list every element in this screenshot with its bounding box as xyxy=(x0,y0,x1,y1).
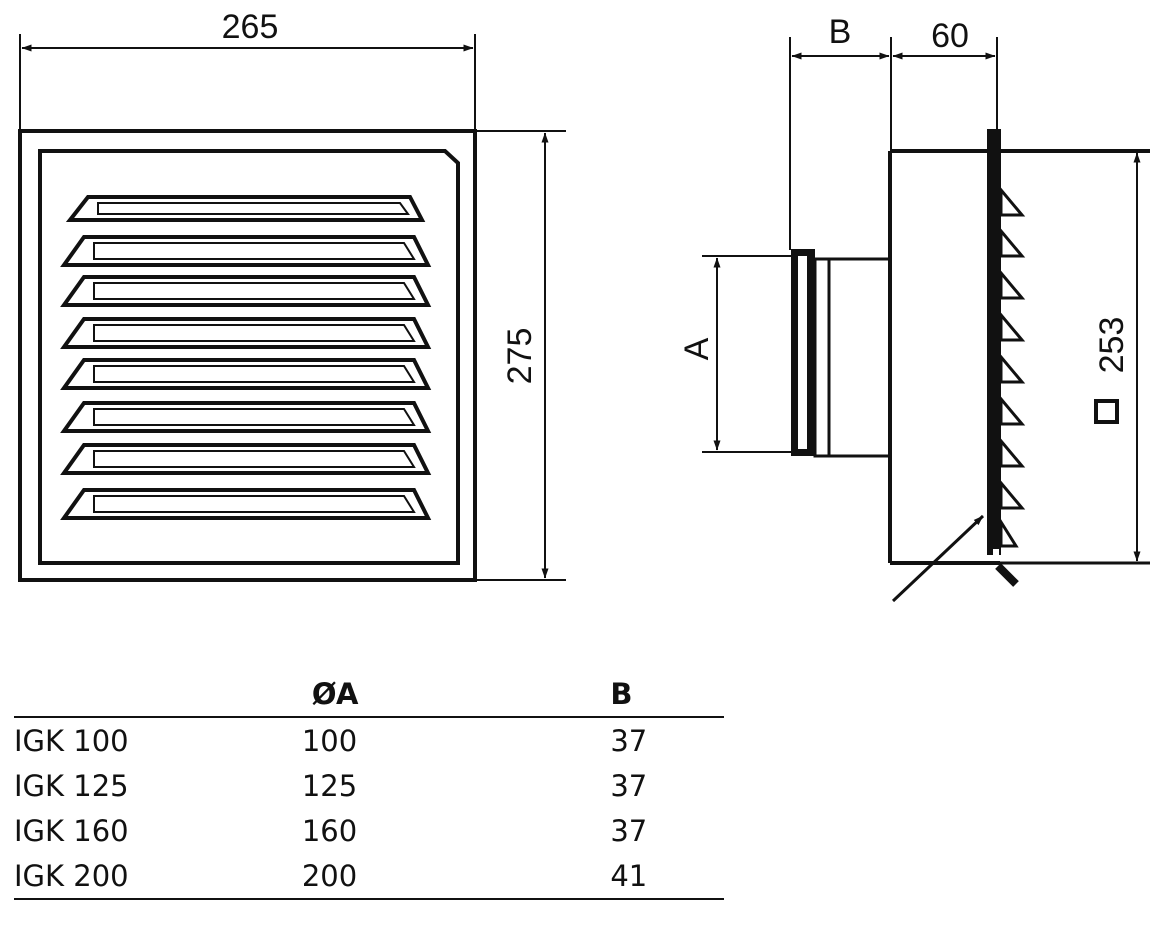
header-model xyxy=(14,672,302,718)
louver-7 xyxy=(60,443,432,475)
diameter-dimension xyxy=(702,255,791,453)
grille-outer-frame xyxy=(18,129,477,582)
louver-6 xyxy=(60,401,432,433)
louvers xyxy=(60,195,432,520)
depth-label: 60 xyxy=(931,17,969,55)
cell-model: IGK 160 xyxy=(14,813,129,848)
width-dimension xyxy=(19,34,476,131)
cell-b: 37 xyxy=(610,723,648,758)
front-view xyxy=(18,34,566,582)
cell-model: IGK 200 xyxy=(14,853,302,900)
cell-diameter-a: 125 xyxy=(301,768,358,803)
square-label: 253 xyxy=(1093,317,1131,374)
square-symbol xyxy=(1094,399,1119,424)
technical-drawing: 265 275 xyxy=(18,8,1150,603)
table-row: IGK 160 160 37 xyxy=(14,808,724,853)
cell-diameter-a: 160 xyxy=(301,813,358,848)
cell-model: IGK 125 xyxy=(14,768,129,803)
width-label: 265 xyxy=(222,8,279,46)
louver-3-inner xyxy=(93,282,416,300)
table-row: IGK 100 100 37 xyxy=(14,717,724,763)
louver-3 xyxy=(60,275,432,307)
cell-diameter-a: 100 xyxy=(301,723,358,758)
table-row: IGK 200 200 41 xyxy=(14,853,724,900)
cell-b: 37 xyxy=(610,813,648,848)
grille-face xyxy=(987,129,1001,555)
specification-table: ØA B IGK 100 100 37 IGK 125 125 37 IGK 1… xyxy=(14,672,724,900)
cell-diameter-a: 200 xyxy=(301,853,611,900)
side-view xyxy=(702,37,1150,603)
louver-4 xyxy=(60,317,432,349)
housing-body xyxy=(888,149,1000,565)
louver-8 xyxy=(60,488,432,520)
grille-inner-frame xyxy=(38,149,460,565)
louver-7-inner xyxy=(93,450,416,468)
grille-face-notch xyxy=(993,549,999,557)
louver-1 xyxy=(65,195,426,222)
cell-b: 41 xyxy=(610,853,724,900)
height-label: 275 xyxy=(501,328,539,385)
a-label: A xyxy=(678,337,716,360)
cell-model: IGK 100 xyxy=(14,723,129,758)
louver-5 xyxy=(60,358,432,390)
depth-dimensions xyxy=(789,37,998,250)
louver-5-inner xyxy=(93,365,416,383)
louver-6-inner xyxy=(93,408,416,426)
louver-2-inner xyxy=(93,242,416,260)
cell-b: 37 xyxy=(610,768,648,803)
louver-4-inner xyxy=(93,324,416,342)
height-dimension xyxy=(475,130,566,581)
louver-1-inner xyxy=(97,202,410,215)
louver-teeth xyxy=(999,185,1026,548)
header-diameter-a: ØA xyxy=(301,672,611,718)
spigot xyxy=(791,249,890,458)
louver-2 xyxy=(60,235,432,267)
louver-8-inner xyxy=(93,495,416,513)
table-header-row: ØA B xyxy=(14,672,724,718)
header-b: B xyxy=(610,672,724,718)
b-label: B xyxy=(829,13,852,51)
leader-line xyxy=(891,514,985,603)
table-row: IGK 125 125 37 xyxy=(14,763,724,808)
